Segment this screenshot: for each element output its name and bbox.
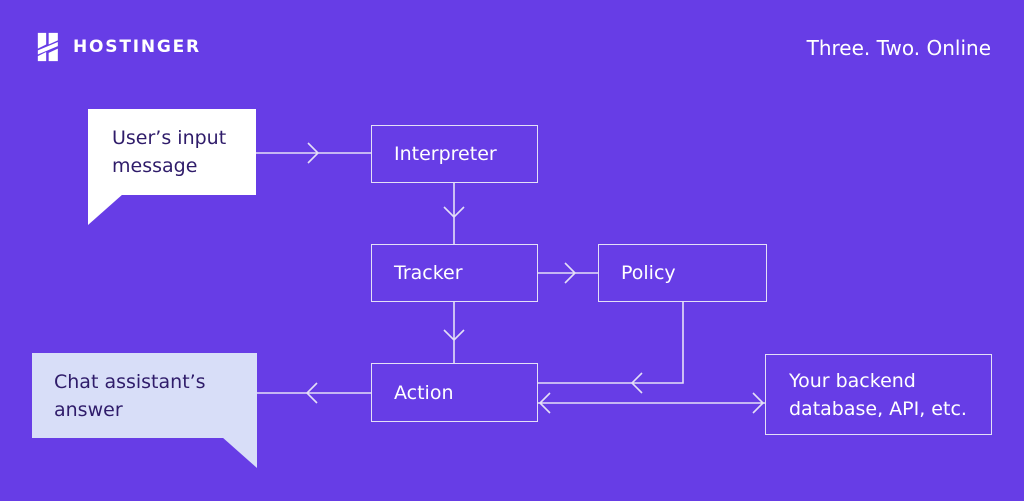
- speech-tail-user-input: [88, 194, 123, 225]
- tracker-label: Tracker: [394, 262, 463, 284]
- connector-action-backend-bidirectional: [538, 392, 765, 414]
- speech-bubble-assistant-answer: Chat assistant’s answer: [32, 353, 257, 438]
- node-interpreter: Interpreter: [371, 125, 538, 183]
- assistant-answer-label: Chat assistant’s answer: [54, 371, 206, 421]
- connector-interpreter-to-tracker: [443, 183, 465, 244]
- connector-tracker-to-action: [443, 302, 465, 363]
- node-action: Action: [371, 363, 538, 422]
- speech-tail-assistant-answer: [222, 437, 257, 468]
- connector-policy-to-action: [538, 302, 684, 394]
- user-input-label: User’s input message: [112, 127, 227, 177]
- hostinger-logo-icon: [37, 32, 58, 62]
- connector-tracker-to-policy: [538, 262, 598, 284]
- connector-action-to-assistant-answer: [257, 382, 371, 404]
- node-backend: Your backend database, API, etc.: [765, 354, 992, 435]
- node-tracker: Tracker: [371, 244, 538, 302]
- connector-user-input-to-interpreter: [256, 142, 371, 164]
- policy-label: Policy: [621, 262, 676, 284]
- brand-tagline: Three. Two. Online: [806, 36, 991, 60]
- interpreter-label: Interpreter: [394, 143, 497, 165]
- brand-name: HOSTINGER: [73, 37, 201, 57]
- header-brand: HOSTINGER: [32, 32, 201, 62]
- speech-bubble-user-input: User’s input message: [88, 109, 256, 195]
- backend-label: Your backend database, API, etc.: [789, 369, 967, 420]
- node-policy: Policy: [598, 244, 767, 302]
- action-label: Action: [394, 381, 454, 404]
